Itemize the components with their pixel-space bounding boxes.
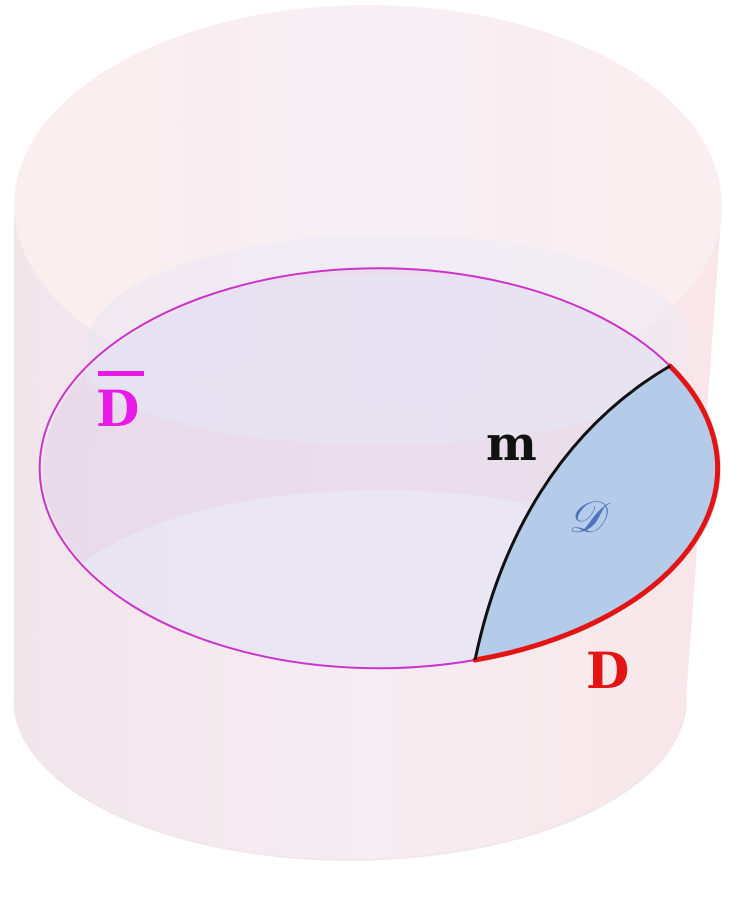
d-boundary-arc (472, 363, 721, 663)
disk-inner-top (80, 275, 680, 445)
curve-m (473, 364, 671, 661)
label-d: D (586, 641, 629, 700)
d-bar-boundary (38, 267, 671, 670)
region-d-script (475, 366, 718, 660)
label-m: m (486, 416, 537, 472)
d-bar-overline (98, 371, 144, 376)
label-d-bar: D (96, 379, 139, 438)
cylinder-bottom-rim (13, 699, 687, 861)
